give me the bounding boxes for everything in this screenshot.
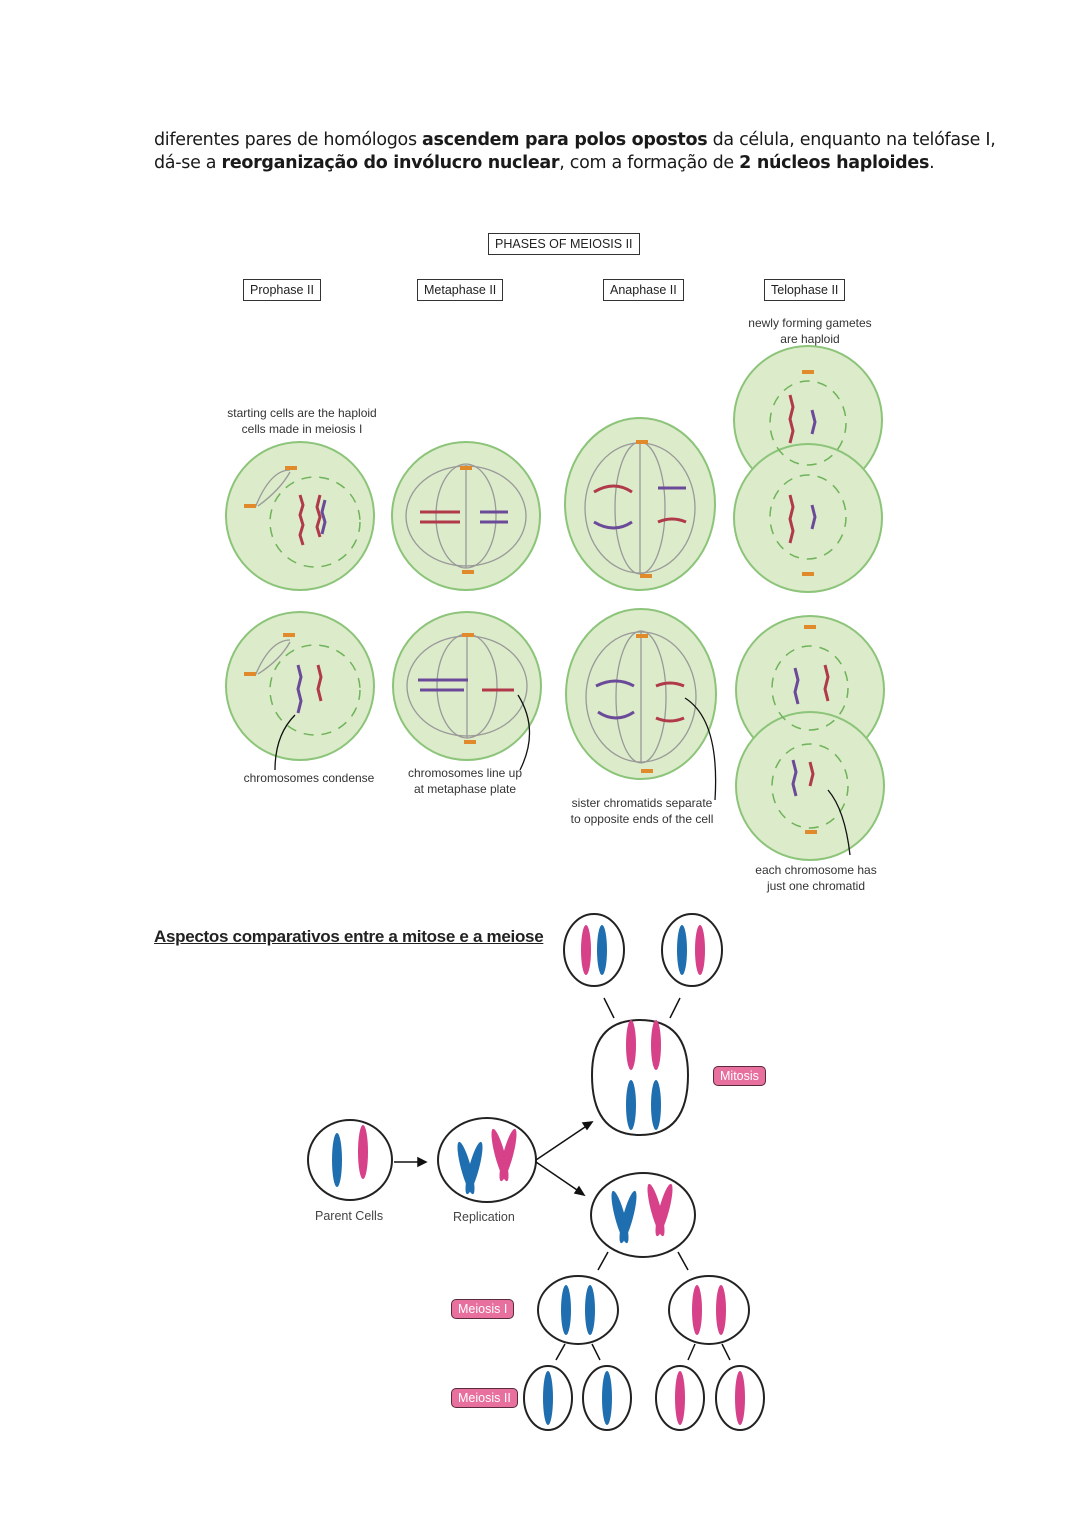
tag-mitosis: Mitosis [713, 1066, 766, 1086]
label-replication: Replication [453, 1210, 515, 1224]
phase-label-prophase-ii: Prophase II [243, 279, 321, 301]
phase-label-anaphase-ii: Anaphase II [603, 279, 684, 301]
phase-label-metaphase-ii: Metaphase II [417, 279, 504, 301]
phase-label-telophase-ii: Telophase II [764, 279, 846, 301]
meiosis-ii-title: PHASES OF MEIOSIS II [488, 233, 640, 255]
note-prophase-bottom: chromosomes condense [243, 771, 375, 785]
paragraph-line-1: diferentes pares de homólogos ascendem p… [154, 130, 996, 150]
tag-meiosis-ii: Meiosis II [451, 1388, 518, 1408]
paragraph-line-2: dá-se a reorganização do invólucro nucle… [154, 153, 935, 173]
section-heading: Aspectos comparativos entre a mitose e a… [154, 927, 544, 946]
tag-meiosis-i: Meiosis I [451, 1299, 515, 1319]
label-parent-cells: Parent Cells [315, 1209, 384, 1223]
